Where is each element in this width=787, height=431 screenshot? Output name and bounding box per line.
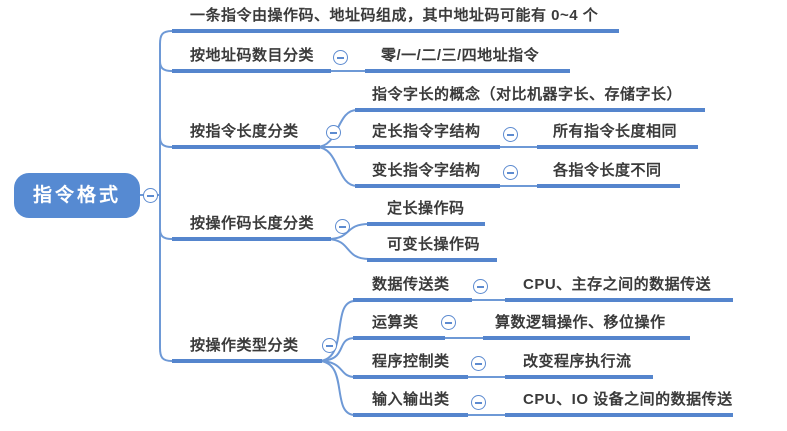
topic-instruction-composition[interactable]: 一条指令由操作码、地址码组成，其中地址码可能有 0~4 个 xyxy=(172,4,619,33)
collapse-icon[interactable] xyxy=(143,188,158,203)
topic-arithmetic[interactable]: 运算类 xyxy=(353,311,445,340)
topic-fixed-length-structure[interactable]: 定长指令字结构 xyxy=(355,120,500,149)
topic-variable-length-structure[interactable]: 变长指令字结构 xyxy=(355,159,500,188)
collapse-icon[interactable] xyxy=(471,356,486,371)
collapse-icon[interactable] xyxy=(473,279,488,294)
topic-program-control[interactable]: 程序控制类 xyxy=(353,350,468,379)
topic-by-address-count[interactable]: 按地址码数目分类 xyxy=(172,44,331,73)
topic-arithmetic-desc[interactable]: 算数逻辑操作、移位操作 xyxy=(483,311,690,340)
collapse-icon[interactable] xyxy=(503,127,518,142)
collapse-icon[interactable] xyxy=(333,50,348,65)
collapse-icon[interactable] xyxy=(441,315,456,330)
collapse-icon[interactable] xyxy=(471,395,486,410)
topic-by-operation-type[interactable]: 按操作类型分类 xyxy=(172,334,322,363)
topic-fixed-length-desc[interactable]: 所有指令长度相同 xyxy=(537,120,698,149)
collapse-icon[interactable] xyxy=(326,125,341,140)
topic-fixed-opcode[interactable]: 定长操作码 xyxy=(367,197,485,226)
topic-data-transfer[interactable]: 数据传送类 xyxy=(353,273,472,302)
topic-data-transfer-desc[interactable]: CPU、主存之间的数据传送 xyxy=(505,273,733,302)
collapse-icon[interactable] xyxy=(335,219,350,234)
collapse-icon[interactable] xyxy=(503,165,518,180)
topic-io-desc[interactable]: CPU、IO 设备之间的数据传送 xyxy=(505,388,733,417)
collapse-icon[interactable] xyxy=(322,338,337,353)
root-topic[interactable]: 指令格式 xyxy=(14,173,140,218)
topic-by-instruction-length[interactable]: 按指令长度分类 xyxy=(172,120,320,149)
topic-word-length-concept[interactable]: 指令字长的概念（对比机器字长、存储字长） xyxy=(355,83,705,112)
topic-variable-length-desc[interactable]: 各指令长度不同 xyxy=(537,159,680,188)
topic-variable-opcode[interactable]: 可变长操作码 xyxy=(367,233,497,262)
topic-by-opcode-length[interactable]: 按操作码长度分类 xyxy=(172,212,331,241)
topic-io[interactable]: 输入输出类 xyxy=(353,388,468,417)
topic-address-instruction-types[interactable]: 零/一/二/三/四地址指令 xyxy=(365,44,570,73)
topic-program-control-desc[interactable]: 改变程序执行流 xyxy=(505,350,653,379)
